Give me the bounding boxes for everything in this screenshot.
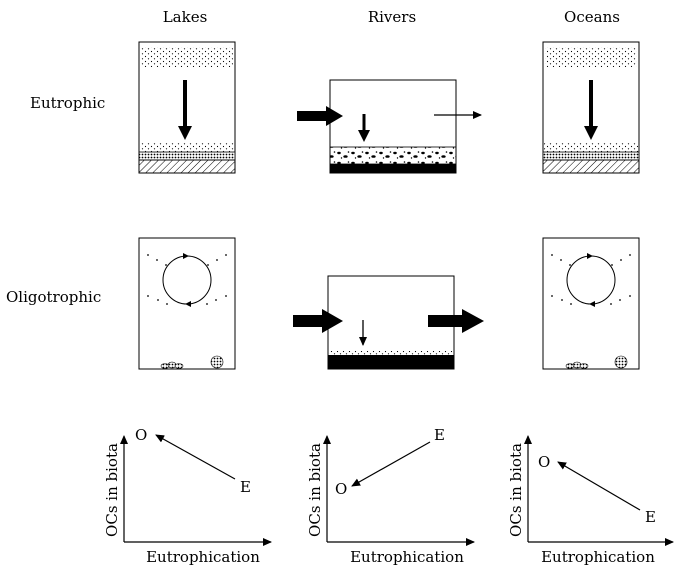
settling-arrowhead <box>358 130 370 142</box>
inflow-arrow <box>293 309 343 333</box>
bedrock-layer <box>328 355 454 369</box>
x-axis-label: Eutrophication <box>541 548 655 566</box>
o-point-label: O <box>135 426 147 444</box>
x-axis-label: Eutrophication <box>146 548 260 566</box>
e-point-label: E <box>240 478 251 496</box>
x-axis-label: Eutrophication <box>350 548 464 566</box>
trend-arrow <box>557 461 641 511</box>
outflow-arrow <box>428 309 484 333</box>
ocean-eutrophic-panel <box>542 41 640 174</box>
river-eutrophic-panel <box>297 79 482 174</box>
sediment-particles <box>544 143 638 152</box>
column-label-lakes: Lakes <box>163 8 208 26</box>
settling-arrowhead <box>584 126 598 140</box>
ocean-oligotrophic-panel <box>542 237 640 370</box>
plankton-dots <box>551 254 631 305</box>
bedrock-layer <box>330 164 456 173</box>
bedrock-layer <box>542 159 640 174</box>
y-axis-label: OCs in biota <box>306 443 324 537</box>
plankton-dots <box>147 254 227 305</box>
o-point-label: O <box>335 480 347 498</box>
sediment-layer <box>138 151 236 161</box>
inflow-arrow <box>297 106 343 126</box>
loop-arrowhead <box>587 253 593 259</box>
y-axis-label: OCs in biota <box>103 443 121 537</box>
row-label-eutrophic: Eutrophic <box>30 94 105 112</box>
sediment-pebbles <box>565 355 628 369</box>
oceans-graph: OCs in biota Eutrophication O E <box>507 435 674 566</box>
sediment-layer <box>542 151 640 161</box>
rivers-graph: OCs in biota Eutrophication O E <box>306 426 475 566</box>
suspended-particles <box>545 47 637 67</box>
sediment-particles <box>329 351 453 355</box>
lake-eutrophic-panel <box>138 41 236 174</box>
loop-arrowhead <box>185 301 191 307</box>
e-point-label: E <box>434 426 445 444</box>
e-point-label: E <box>645 508 656 526</box>
column-label-oceans: Oceans <box>564 8 620 26</box>
trend-arrow <box>155 434 236 480</box>
loop-arrowhead <box>183 253 189 259</box>
sediment-particles <box>140 143 234 152</box>
trend-arrow <box>351 441 431 487</box>
settling-arrowhead <box>178 126 192 140</box>
row-label-oligotrophic: Oligotrophic <box>6 288 101 306</box>
loop-arrowhead <box>589 301 595 307</box>
o-point-label: O <box>538 453 550 471</box>
sediment-layer <box>329 146 457 165</box>
column-label-rivers: Rivers <box>368 8 416 26</box>
suspended-particles <box>141 47 233 67</box>
lake-oligotrophic-panel <box>138 237 236 370</box>
y-axis-label: OCs in biota <box>507 443 525 537</box>
river-oligotrophic-panel <box>293 275 484 370</box>
lakes-graph: OCs in biota Eutrophication O E <box>103 426 272 566</box>
bedrock-layer <box>138 159 236 174</box>
sediment-pebbles <box>160 355 224 369</box>
